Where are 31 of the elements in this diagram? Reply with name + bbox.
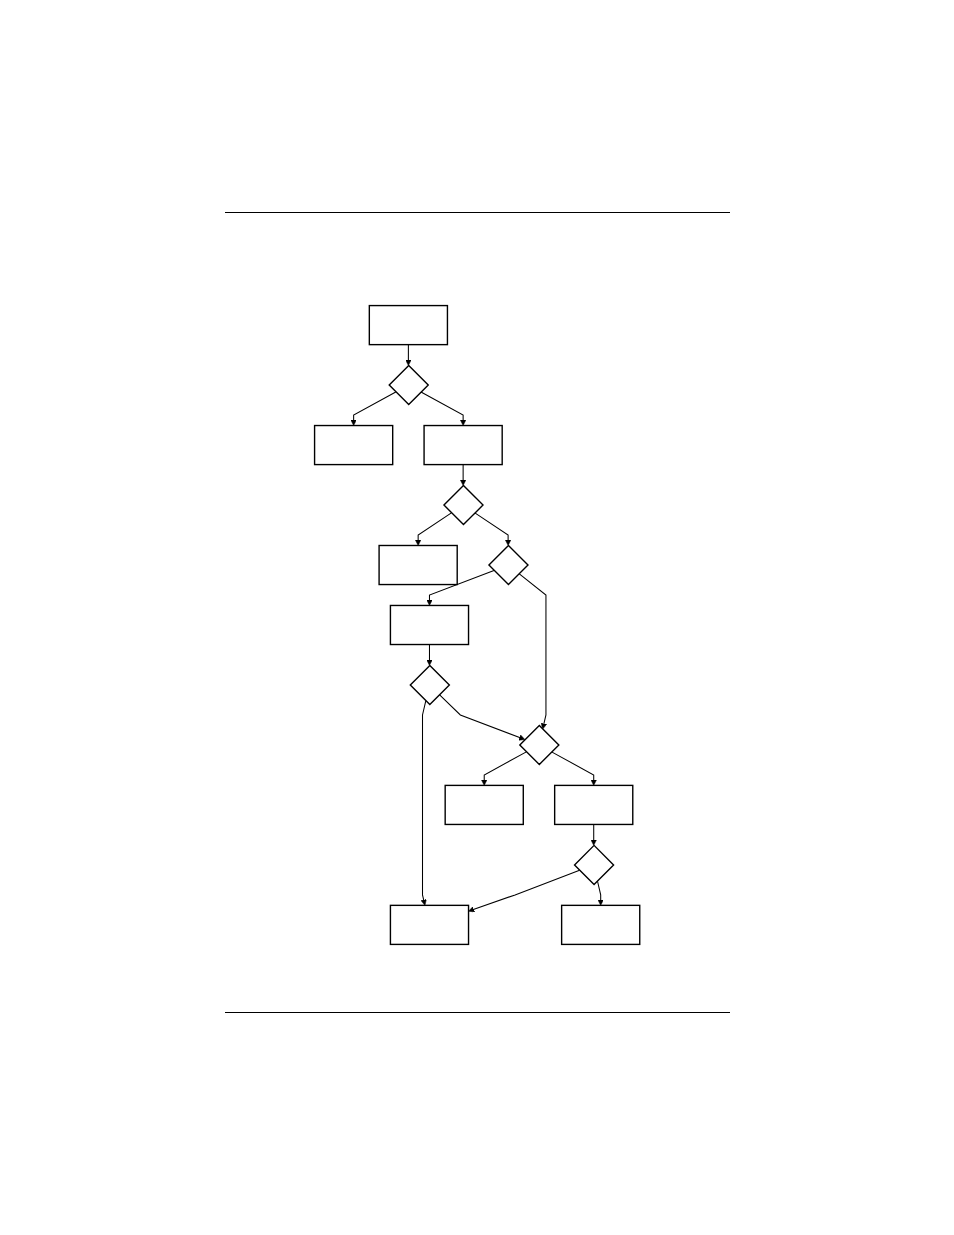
decision-diamond bbox=[573, 844, 615, 886]
decision-diamond bbox=[443, 484, 485, 526]
arrow bbox=[481, 751, 528, 786]
arrow bbox=[474, 512, 512, 546]
decision-diamond bbox=[388, 364, 430, 406]
arrow bbox=[518, 573, 548, 730]
process-box bbox=[554, 784, 634, 826]
arrow bbox=[468, 869, 581, 913]
arrow bbox=[405, 344, 412, 366]
process-box bbox=[390, 604, 470, 646]
arrow bbox=[439, 694, 526, 741]
process-box bbox=[378, 544, 459, 586]
decision-diamond bbox=[409, 664, 451, 706]
process-box bbox=[390, 904, 470, 946]
process-box bbox=[444, 784, 525, 826]
arrow bbox=[426, 644, 433, 666]
arrow bbox=[591, 823, 598, 846]
process-box bbox=[423, 424, 504, 466]
arrow bbox=[350, 391, 397, 426]
arrow bbox=[421, 700, 427, 906]
arrow bbox=[460, 464, 467, 486]
process-box bbox=[368, 304, 449, 346]
arrow bbox=[415, 512, 453, 546]
arrow bbox=[426, 569, 495, 606]
arrow bbox=[551, 751, 598, 786]
arrow bbox=[597, 880, 605, 906]
decision-diamond bbox=[488, 544, 530, 586]
process-box bbox=[561, 904, 641, 946]
arrow bbox=[420, 391, 467, 426]
process-box bbox=[314, 424, 394, 466]
decision-diamond bbox=[519, 724, 561, 766]
